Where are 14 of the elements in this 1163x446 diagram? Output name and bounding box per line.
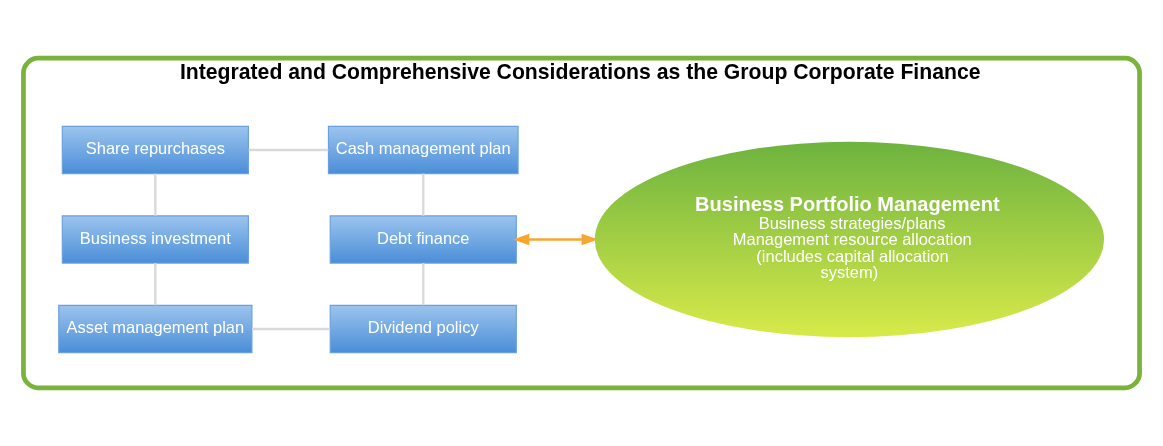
arrow bbox=[512, 233, 599, 246]
connector bbox=[248, 148, 329, 152]
node-ellipse: Business Portfolio Management Business strategies/plans Management resource allocation (includes capital allocation system) bbox=[594, 141, 1105, 338]
connector bbox=[154, 263, 157, 306]
node-box: Asset management plan bbox=[58, 304, 253, 354]
node-box: Share repurchases bbox=[61, 125, 249, 175]
node-box: Dividend policy bbox=[329, 304, 517, 354]
connector bbox=[422, 173, 425, 216]
connector bbox=[422, 263, 425, 306]
connector bbox=[154, 173, 157, 216]
connector bbox=[252, 327, 331, 331]
node-box: Business investment bbox=[61, 215, 249, 264]
node-box: Cash management plan bbox=[327, 125, 519, 175]
node-box: Debt finance bbox=[329, 215, 517, 264]
